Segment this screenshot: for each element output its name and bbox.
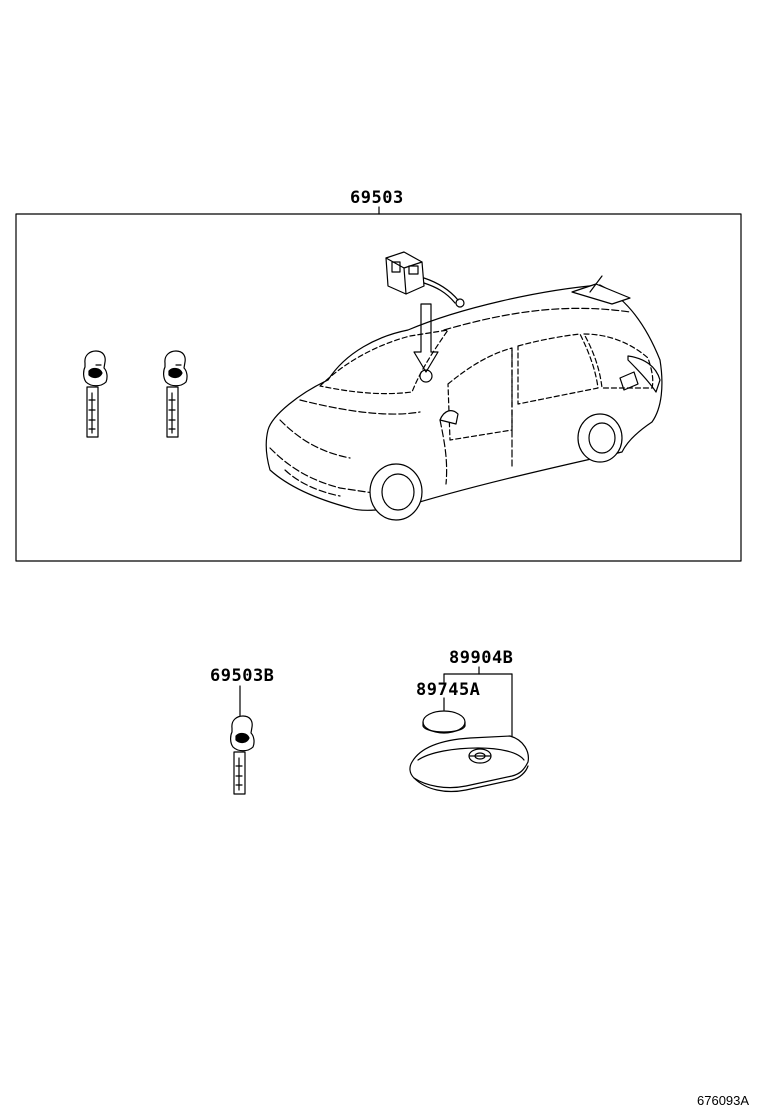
assembly-frame [15, 206, 742, 562]
callout-leaders [443, 666, 513, 741]
spare-key-icon [230, 685, 255, 795]
key-icon [163, 350, 188, 438]
key-icon [83, 350, 108, 438]
callout-69503b: 69503B [210, 666, 275, 686]
wheel-icon [369, 413, 623, 521]
smart-key-fob-icon [409, 735, 529, 793]
immobilizer-module-icon [385, 251, 465, 308]
callout-69503: 69503 [350, 188, 404, 208]
install-arrow-icon [413, 303, 439, 383]
figure-id: 676093A [697, 1093, 750, 1108]
vehicle-icon [265, 275, 663, 511]
callout-89904b: 89904B [449, 648, 514, 668]
coin-battery-icon [422, 710, 466, 734]
callout-89745a: 89745A [416, 680, 481, 700]
